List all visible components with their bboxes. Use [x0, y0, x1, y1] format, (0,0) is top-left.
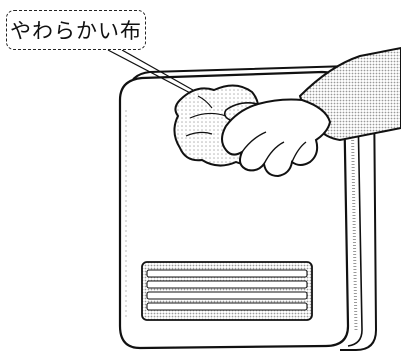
callout-text: やわらかい布 [10, 15, 142, 45]
heater-grille [142, 262, 312, 320]
cloth-callout-label: やわらかい布 [6, 10, 146, 50]
